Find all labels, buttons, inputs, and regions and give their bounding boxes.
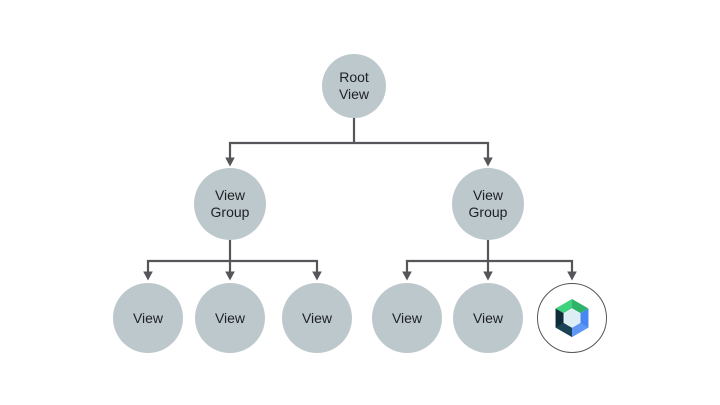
node-view-3: View	[282, 283, 352, 353]
compose-right-bevel	[572, 322, 589, 337]
node-view-4: View	[372, 283, 442, 353]
node-label: View	[301, 309, 333, 326]
node-label: View	[472, 309, 504, 326]
node-label: View Group	[468, 187, 508, 220]
node-view-group-left: View Group	[194, 168, 266, 240]
node-view-2: View	[195, 283, 265, 353]
node-view-1: View	[113, 283, 183, 353]
node-root-view: Root View	[322, 54, 386, 118]
node-view-group-right: View Group	[452, 168, 524, 240]
compose-center-hexagon	[563, 308, 581, 328]
node-label: View	[214, 309, 246, 326]
node-label: Root View	[338, 69, 370, 102]
node-compose	[537, 283, 607, 353]
node-label: View	[132, 309, 164, 326]
node-view-5: View	[453, 283, 523, 353]
jetpack-compose-icon	[555, 299, 589, 337]
node-label: View	[391, 309, 423, 326]
compose-left-bevel	[555, 322, 572, 337]
node-label: View Group	[210, 187, 250, 220]
